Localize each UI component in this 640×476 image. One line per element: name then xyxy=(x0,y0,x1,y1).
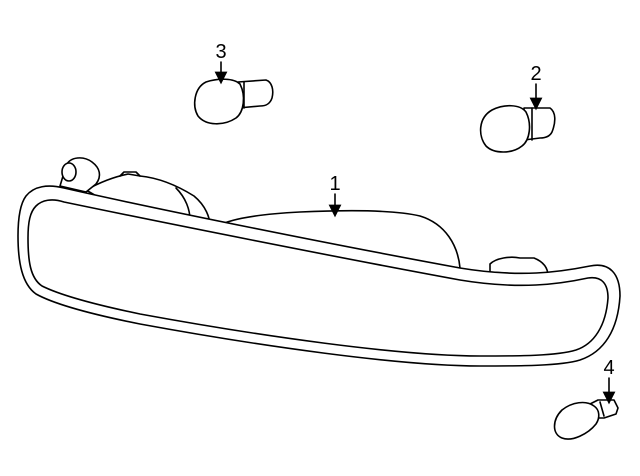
bulb-top xyxy=(193,78,274,125)
callout-1: 1 xyxy=(329,173,340,195)
lens-inner-rim xyxy=(27,199,609,357)
callout-2: 2 xyxy=(530,63,541,85)
right-socket xyxy=(489,256,549,277)
housing-back-body xyxy=(217,210,461,269)
bulb-small xyxy=(553,399,619,440)
bulb-right xyxy=(479,104,556,153)
callout-3: 3 xyxy=(215,41,226,63)
callout-4: 4 xyxy=(603,357,614,379)
lamp-housing xyxy=(17,157,621,367)
lens-outer xyxy=(17,185,621,367)
